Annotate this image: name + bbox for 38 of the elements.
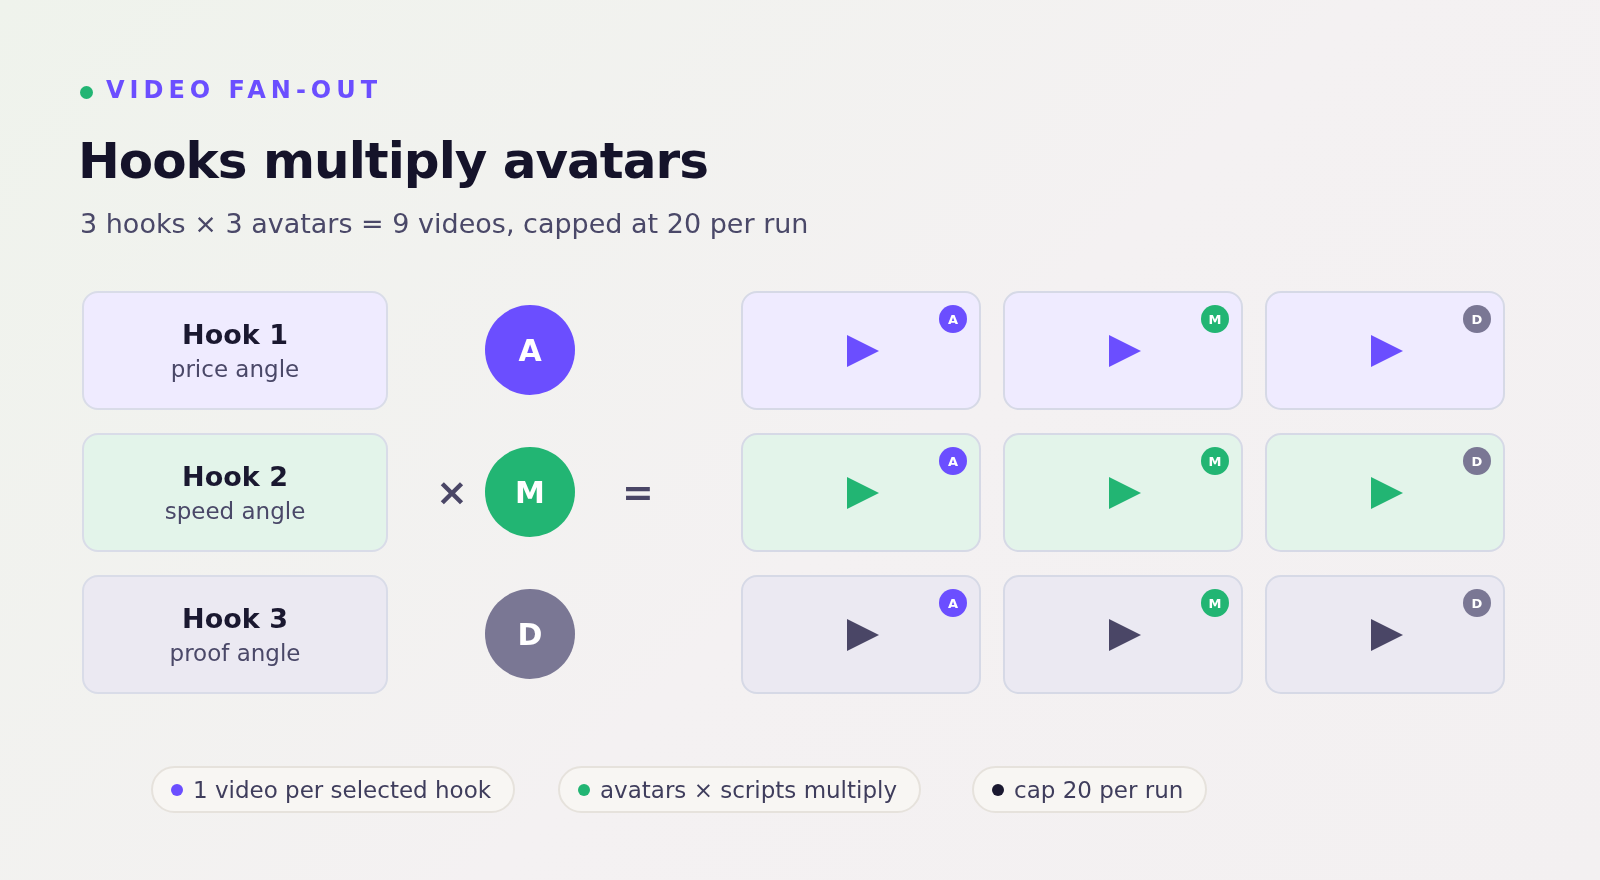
video-card <box>1265 575 1505 694</box>
avatar-badge: D <box>1463 589 1491 617</box>
hook-title: Hook 2 <box>182 461 288 492</box>
hook-title: Hook 3 <box>182 603 288 634</box>
title: Hooks multiply avatars <box>78 132 708 190</box>
video-card <box>1003 291 1243 410</box>
eyebrow-text: VIDEO FAN-OUT <box>106 76 383 104</box>
operator: = <box>622 472 654 512</box>
avatar-badge: M <box>1201 305 1229 333</box>
video-card <box>741 291 981 410</box>
hook-description: price angle <box>170 356 300 382</box>
hook-description: speed angle <box>164 498 306 524</box>
video-card <box>1003 575 1243 694</box>
avatar-badge: M <box>1201 589 1229 617</box>
legend-text: cap 20 per run <box>1014 776 1184 803</box>
operator: × <box>436 472 468 512</box>
video-card <box>741 433 981 552</box>
hook-card <box>82 433 388 552</box>
avatar-circle: M <box>485 447 575 537</box>
video-card <box>741 575 981 694</box>
hook-title: Hook 1 <box>182 319 288 350</box>
avatar-badge: D <box>1463 305 1491 333</box>
avatar-badge: A <box>939 447 967 475</box>
avatar-badge: M <box>1201 447 1229 475</box>
video-card <box>1003 433 1243 552</box>
video-card <box>1265 291 1505 410</box>
avatar-badge: A <box>939 589 967 617</box>
avatar-badge: A <box>939 305 967 333</box>
hook-description: proof angle <box>169 640 301 666</box>
avatar-badge: D <box>1463 447 1491 475</box>
hook-card <box>82 291 388 410</box>
avatar-circle: A <box>485 305 575 395</box>
avatar-circle: D <box>485 589 575 679</box>
video-card <box>1265 433 1505 552</box>
legend-text: avatars × scripts multiply <box>600 776 897 803</box>
legend-text: 1 video per selected hook <box>193 776 492 803</box>
subtitle: 3 hooks × 3 avatars = 9 videos, capped at 20 per run <box>80 208 809 239</box>
hook-card <box>82 575 388 694</box>
